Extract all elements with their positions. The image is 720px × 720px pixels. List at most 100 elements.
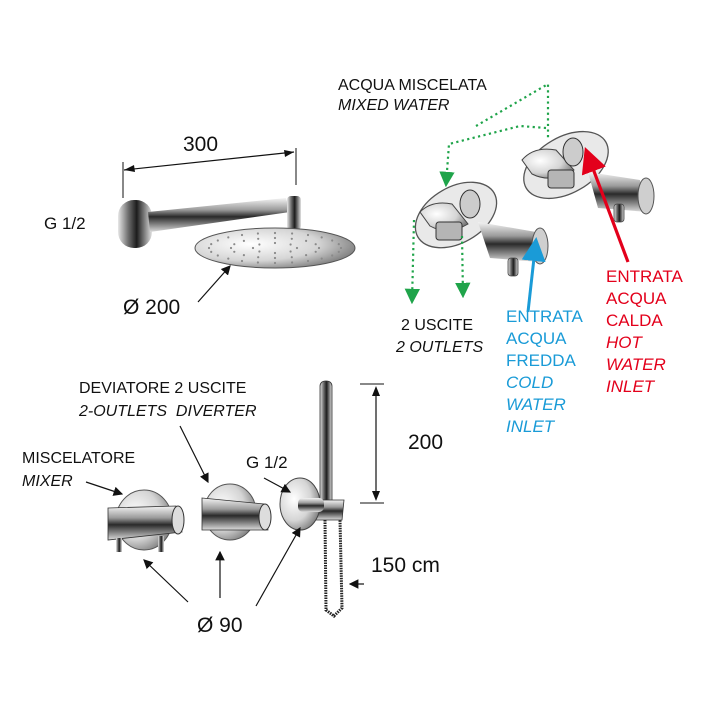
- mixer-label-en: MIXER: [22, 473, 73, 490]
- nozzle-dot: [331, 254, 334, 257]
- hot-inlet-arrow: [581, 147, 630, 263]
- nozzle-dot: [306, 233, 310, 237]
- nozzle-dot: [242, 254, 245, 257]
- nozzle-dot: [331, 239, 334, 242]
- nozzle-dot: [258, 243, 261, 246]
- nozzle-dot: [305, 254, 308, 257]
- nozzle-dot: [210, 243, 213, 246]
- wall-outlet-thread-label: G 1/2: [246, 453, 288, 472]
- cold-inlet-line-5: WATER: [506, 395, 566, 414]
- plate-diameter-label: Ø 90: [197, 614, 243, 637]
- outlets-label-it: 2 USCITE: [401, 317, 474, 334]
- nozzle-dot: [240, 233, 244, 237]
- mixed-water-label-it: ACQUA MISCELATA: [338, 77, 487, 94]
- nozzle-dot: [291, 261, 294, 264]
- nozzle-dot: [227, 236, 230, 239]
- hose-length-label: 150 cm: [371, 554, 440, 577]
- mixer-label-it: MISCELATORE: [22, 450, 136, 467]
- hot-inlet-line-6: INLET: [606, 377, 655, 396]
- diverter-leader: [179, 425, 209, 484]
- nozzle-dot: [337, 250, 340, 253]
- diverter-control: [201, 483, 272, 541]
- nozzle-dot: [233, 243, 236, 246]
- head-shower: [118, 148, 356, 269]
- arm-length-dimension-line: [123, 151, 295, 171]
- cold-inlet-line-2: ACQUA: [506, 329, 567, 348]
- nozzle-dot: [257, 256, 260, 259]
- nozzle-dot: [257, 237, 260, 240]
- nozzle-dot: [256, 261, 259, 264]
- wall-flange: [118, 200, 152, 248]
- outlets-label-en: 2 OUTLETS: [396, 339, 484, 356]
- hand-shower-set: [279, 380, 384, 618]
- mixed-water-flow: [439, 82, 550, 188]
- nozzle-dot: [273, 256, 277, 260]
- cold-inlet-line-3: FREDDA: [506, 351, 576, 370]
- nozzle-dot: [289, 243, 292, 246]
- nozzle-dot: [320, 236, 323, 239]
- nozzle-dot: [251, 246, 255, 250]
- nozzle-dot: [216, 254, 219, 257]
- outlets-flow: [404, 219, 471, 305]
- hand-shower-height-label: 200: [408, 431, 444, 454]
- nozzle-dot: [305, 239, 308, 242]
- nozzle-dot: [210, 250, 213, 253]
- arm-length-label: 300: [183, 133, 219, 156]
- nozzle-dot: [233, 250, 236, 253]
- nozzle-dot: [314, 250, 317, 253]
- rain-head: [194, 227, 356, 269]
- nozzle-dot: [291, 232, 294, 235]
- cold-inlet-line-6: INLET: [506, 417, 555, 436]
- nozzle-dot: [317, 246, 321, 250]
- nozzle-dot: [320, 257, 323, 260]
- nozzle-dot: [273, 251, 277, 255]
- cold-inlet-arrow: [521, 237, 546, 313]
- valve-body-right: [521, 130, 655, 223]
- nozzle-dot: [258, 250, 261, 253]
- cold-inlet-line-1: ENTRATA: [506, 307, 583, 326]
- hot-inlet-line-2: ACQUA: [606, 289, 667, 308]
- nozzle-dot: [273, 241, 277, 245]
- head-diameter-leader: [197, 265, 231, 303]
- nozzle-dot: [273, 231, 277, 235]
- nozzle-dot: [256, 232, 259, 235]
- cold-inlet-label: ENTRATA ACQUA FREDDA COLD WATER INLET: [506, 306, 583, 438]
- nozzle-dot: [207, 246, 211, 250]
- mixer-leader: [85, 481, 124, 496]
- wall-outlet-leader: [263, 477, 292, 493]
- valve-body-left: [414, 181, 549, 277]
- hot-inlet-line-5: WATER: [606, 355, 666, 374]
- nozzle-dot: [289, 250, 292, 253]
- nozzle-dot: [290, 237, 293, 240]
- hand-shower: [319, 380, 333, 510]
- hot-inlet-line-1: ENTRATA: [606, 267, 683, 286]
- mixer-control: [107, 489, 185, 552]
- diverter-label-en: 2-OUTLETS DIVERTER: [79, 403, 257, 420]
- hot-inlet-label: ENTRATA ACQUA CALDA HOT WATER INLET: [606, 266, 683, 398]
- diameter-90-leader-right: [255, 526, 301, 607]
- nozzle-dot: [306, 259, 310, 263]
- shower-arm: [148, 198, 290, 232]
- hot-inlet-line-4: HOT: [606, 333, 642, 352]
- nozzle-dot: [339, 246, 343, 250]
- nozzle-dot: [290, 256, 293, 259]
- nozzle-dot: [273, 261, 277, 265]
- hot-inlet-line-3: CALDA: [606, 311, 663, 330]
- nozzle-dot: [242, 239, 245, 242]
- nozzle-dot: [227, 257, 230, 260]
- nozzle-dot: [240, 259, 244, 263]
- head-thread-label: G 1/2: [44, 214, 86, 233]
- nozzle-dot: [273, 236, 277, 240]
- shower-hose: [323, 519, 344, 618]
- nozzle-dot: [314, 243, 317, 246]
- nozzle-dot: [216, 239, 219, 242]
- mixed-water-label-en: MIXED WATER: [338, 97, 450, 114]
- cold-inlet-line-4: COLD: [506, 373, 554, 392]
- nozzle-dot: [229, 246, 233, 250]
- nozzle-dot: [295, 246, 299, 250]
- diameter-90-leader-left: [143, 559, 189, 603]
- head-diameter-label: Ø 200: [123, 296, 181, 319]
- diverter-label-it: DEVIATORE 2 USCITE: [79, 380, 247, 397]
- nozzle-dot: [337, 243, 340, 246]
